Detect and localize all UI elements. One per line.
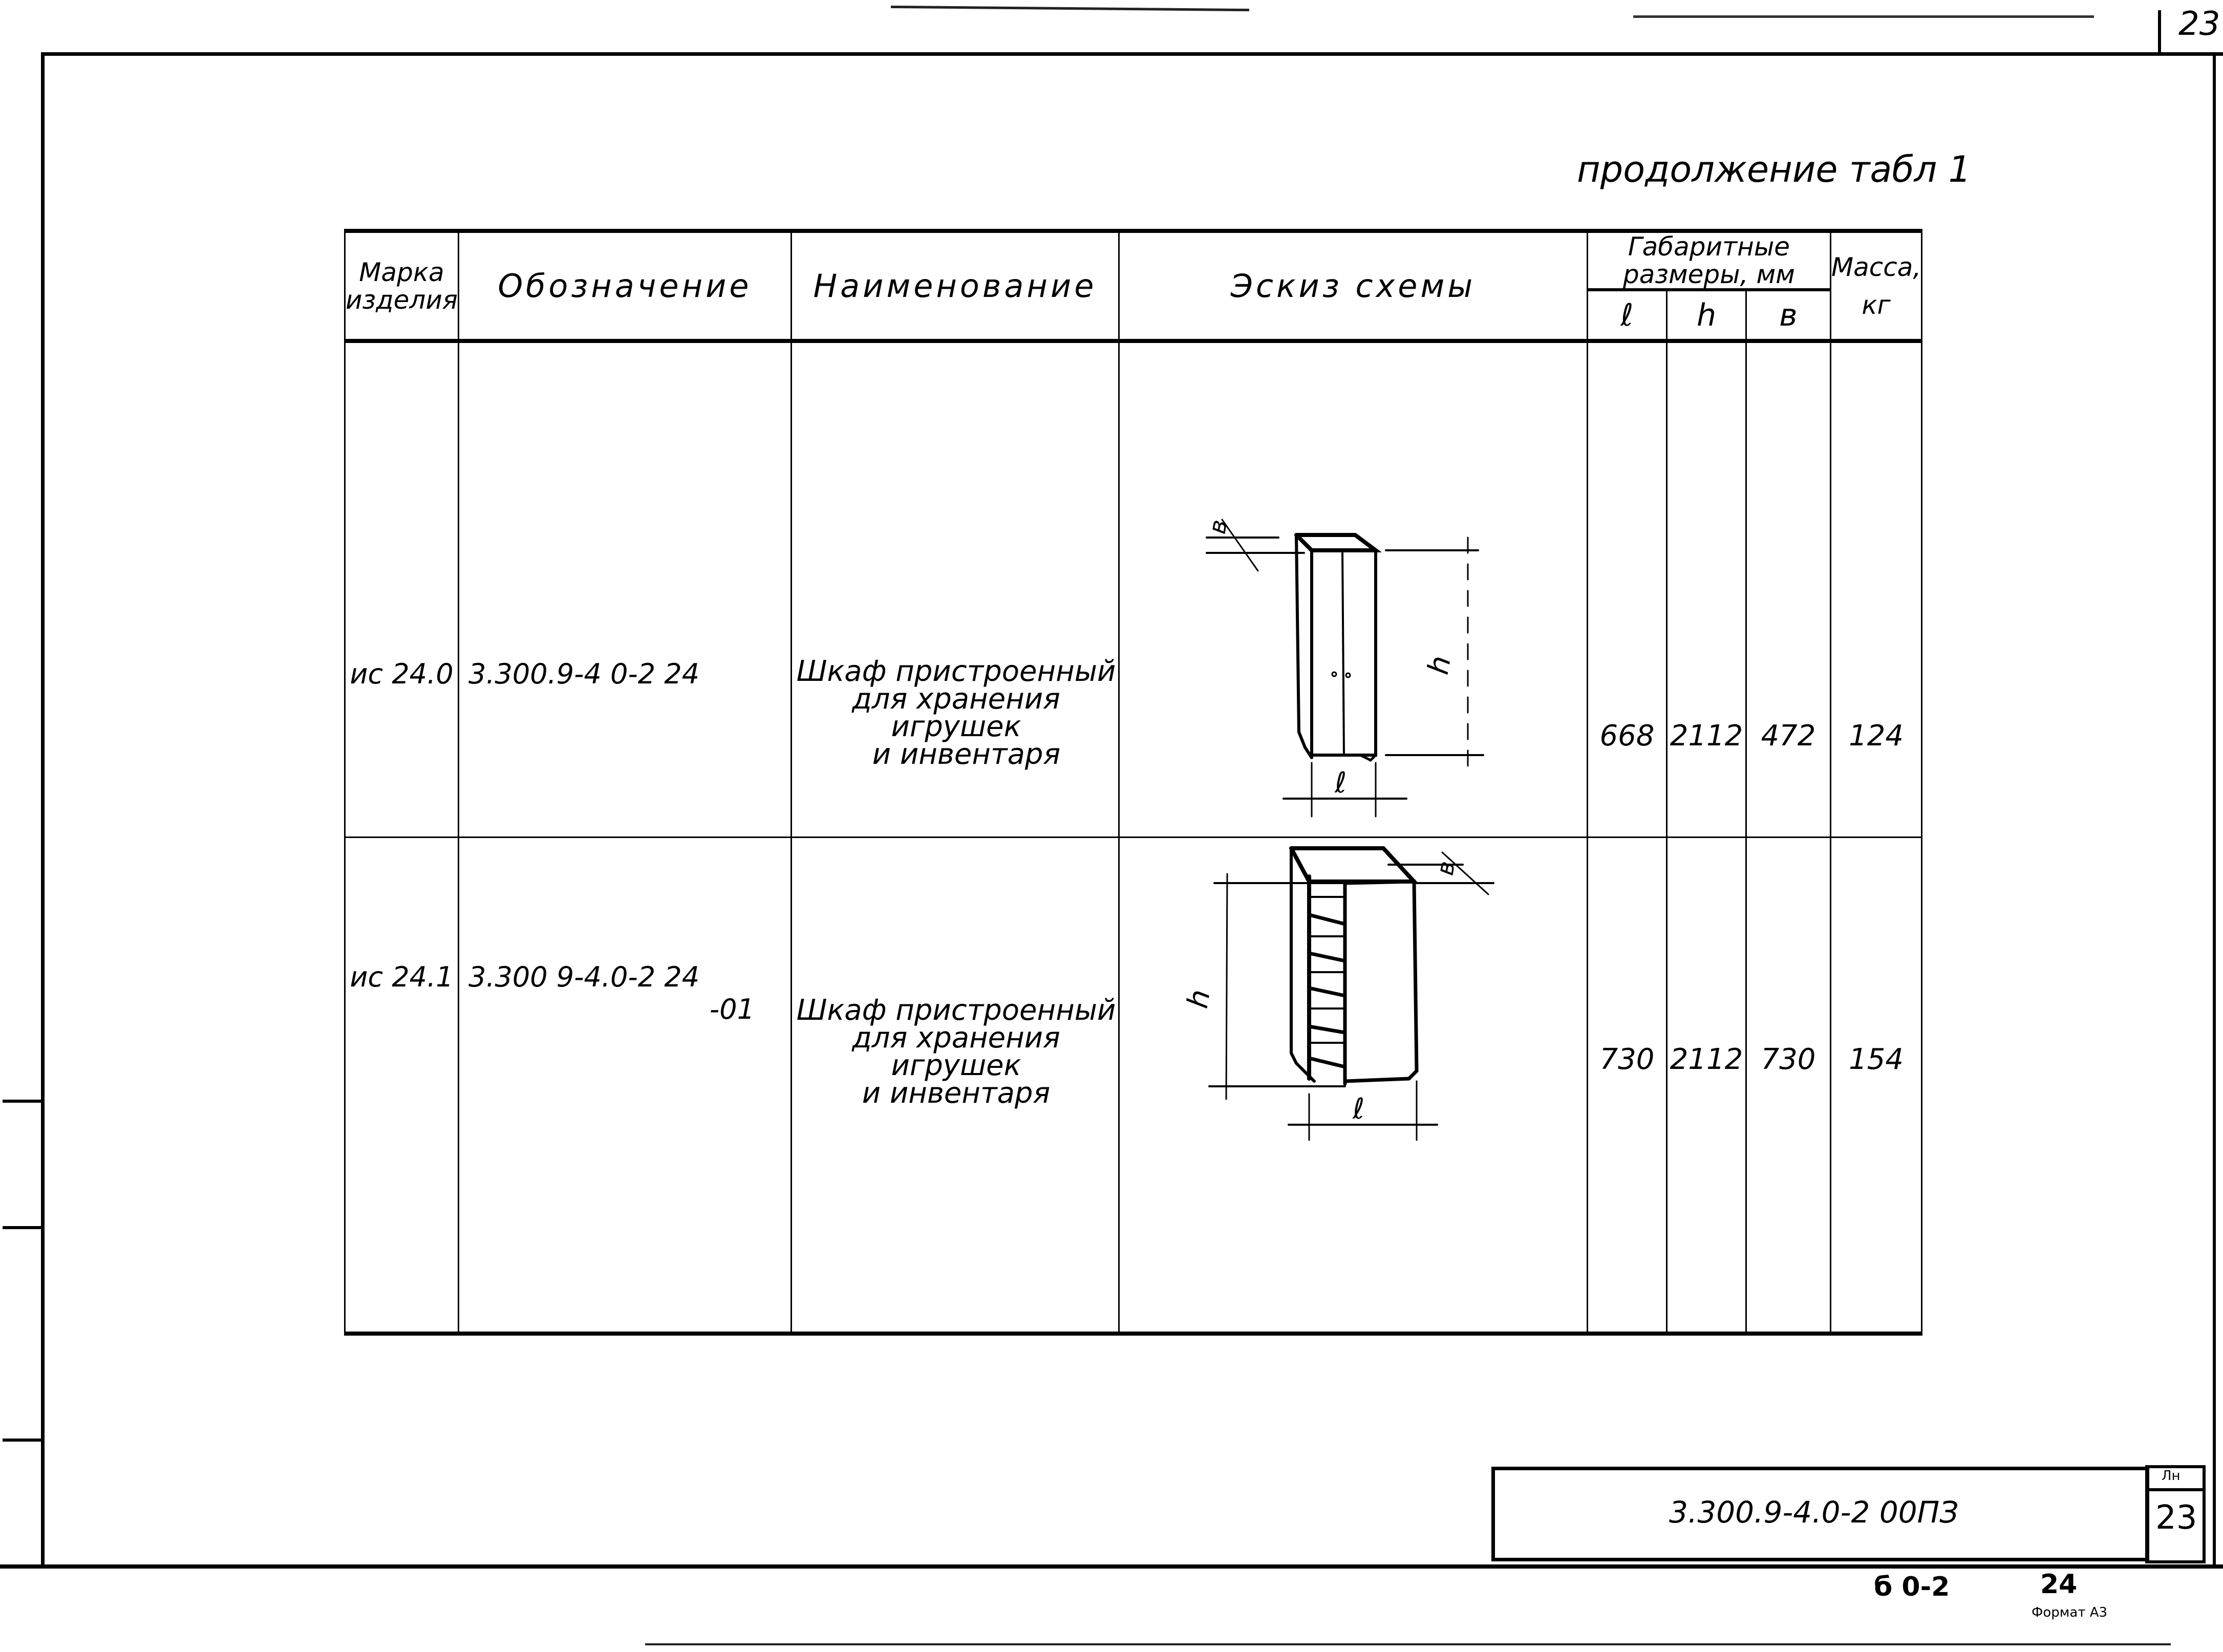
header-dim-l: ℓ xyxy=(1586,289,1668,343)
cell-mark: ис 24.1 xyxy=(344,836,459,1336)
specification-table: Марка изделия Обозначение Наименование Э… xyxy=(344,229,1923,1336)
sheet-frame-bottom xyxy=(0,1564,2223,1569)
header-mark: Марка изделия xyxy=(344,229,459,343)
cell-sketch: в h ℓ xyxy=(1118,340,1588,838)
cell-mass: 124 xyxy=(1829,340,1923,838)
footer-number: 24 xyxy=(2040,1569,2078,1600)
header-dim-b: в xyxy=(1745,289,1831,343)
cell-dim-l: 668 xyxy=(1586,340,1668,838)
cell-name: Шкаф пристроенный для хранения игрушек и… xyxy=(790,836,1120,1336)
sheet-number: 23 xyxy=(2155,1499,2197,1537)
svg-text:в: в xyxy=(1431,859,1461,877)
cell-sketch: в h ℓ xyxy=(1118,836,1588,1336)
binding-tick xyxy=(3,1439,44,1442)
sheet-frame-top xyxy=(41,52,2223,56)
header-mass: Масса, кг xyxy=(1829,229,1923,343)
document-code: 3.300.9-4.0-2 00ПЗ xyxy=(1669,1495,1959,1530)
header-dimensions: Габаритные размеры, мм xyxy=(1586,229,1831,291)
scan-artifact-line xyxy=(890,5,1250,12)
cell-mark: ис 24.0 xyxy=(344,340,459,838)
footer-series: б 0-2 xyxy=(1874,1572,1950,1602)
svg-text:в: в xyxy=(1203,518,1233,536)
cell-name: Шкаф пристроенный для хранения игрушек и… xyxy=(790,340,1120,838)
continuation-caption: продолжение табл 1 xyxy=(1577,148,1972,190)
sheet-box-divider xyxy=(2145,1488,2206,1491)
svg-text:h: h xyxy=(1422,653,1458,677)
cabinet-sketch-closed-icon: в h ℓ xyxy=(1203,518,1484,818)
cell-dim-h: 2112 xyxy=(1665,340,1747,838)
cell-designation: 3.300 9-4.0-2 24 -01 xyxy=(457,836,792,1336)
binding-tick xyxy=(3,1226,44,1229)
cell-dim-l: 730 xyxy=(1586,836,1668,1336)
corner-sheet-number: 23 xyxy=(2178,5,2220,43)
cell-designation: 3.300.9-4 0-2 24 xyxy=(457,340,792,838)
scan-artifact-line xyxy=(1633,15,2094,18)
sheet-label: Лн xyxy=(2162,1468,2181,1484)
svg-text:ℓ: ℓ xyxy=(1352,1092,1364,1126)
sheet-frame-left xyxy=(41,52,45,1568)
cell-mass: 154 xyxy=(1829,836,1923,1336)
svg-text:h: h xyxy=(1181,987,1217,1011)
svg-text:ℓ: ℓ xyxy=(1334,766,1346,800)
header-name: Наименование xyxy=(790,229,1120,343)
cell-dim-b: 730 xyxy=(1745,836,1831,1336)
header-designation: Обозначение xyxy=(457,229,792,343)
cell-dim-h: 2112 xyxy=(1665,836,1747,1336)
scan-artifact-line xyxy=(645,1643,2171,1645)
header-dim-h: h xyxy=(1665,289,1747,343)
cabinet-sketch-shelves-icon: в h ℓ xyxy=(1181,846,1494,1141)
table-row: ис 24.0 3.300.9-4 0-2 24 Шкаф пристроенн… xyxy=(344,340,1923,838)
header-sketch: Эскиз схемы xyxy=(1118,229,1588,343)
corner-tab-line xyxy=(2158,10,2161,54)
footer-format: Формат А3 xyxy=(2032,1605,2108,1620)
sheet-frame-right xyxy=(2213,52,2216,1568)
table-row: ис 24.1 3.300 9-4.0-2 24 -01 Шкаф пристр… xyxy=(344,836,1923,1336)
cell-dim-b: 472 xyxy=(1745,340,1831,838)
binding-tick xyxy=(3,1100,44,1103)
sheet-number-box xyxy=(2145,1465,2206,1563)
